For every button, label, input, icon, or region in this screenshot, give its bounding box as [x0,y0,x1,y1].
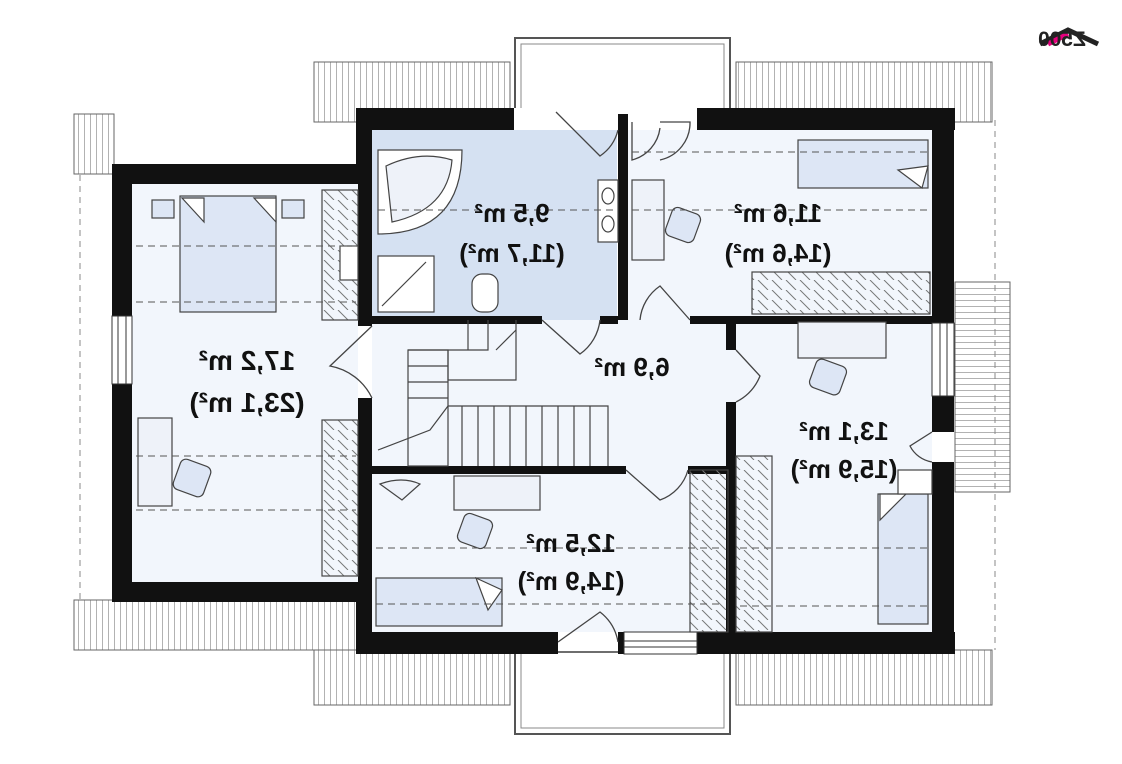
bathroom-fixtures [377,149,619,313]
windows [111,108,955,655]
bedroom-right-total: (15,9 m²) [791,454,898,484]
bedroom-bottom-total: (14,9 m²) [518,566,625,596]
logo-text: Z500 [1038,28,1086,51]
bedroom-left-area: 17,2 m² [199,345,296,376]
z500-logo: Z500 [1038,27,1100,51]
bathroom-area: 9,5 m² [474,198,549,228]
bedroom-bottom-area: 12,5 m² [526,528,616,558]
bathroom-total: (11,7 m²) [459,238,565,268]
slope-lines [136,151,928,607]
doors [328,111,933,643]
furniture [137,139,933,633]
walls [112,108,955,654]
bedroom-left-total: (23,1 m²) [189,387,304,418]
staircase [377,320,609,467]
bedroom-top-right-area: 11,6 m² [734,198,823,228]
bedroom-right-area: 13,1 m² [799,416,889,446]
bedroom-top-right-total: (14,6 m²) [725,238,832,268]
hall-area: 6,9 m² [594,352,669,382]
area-labels: 9,5 m² (11,7 m²) 11,6 m² (14,6 m²) 17,2 … [189,198,897,596]
